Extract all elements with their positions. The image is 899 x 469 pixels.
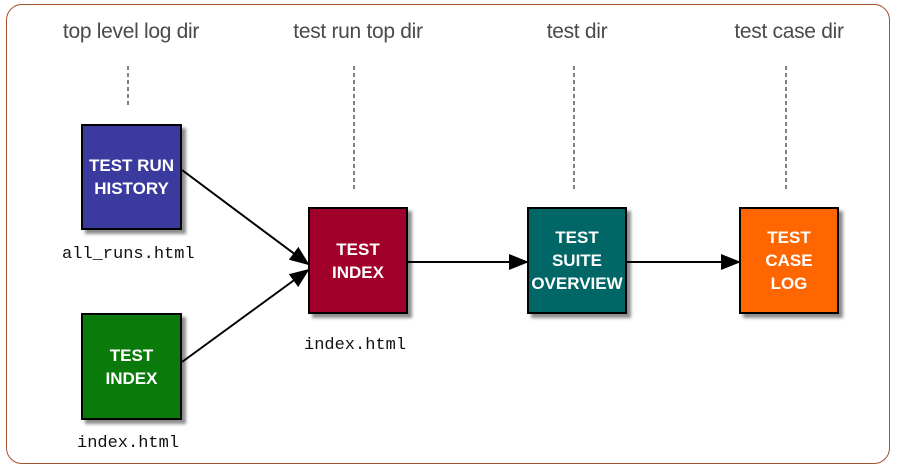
test-suite-overview-label: TEST SUITE OVERVIEW (531, 228, 623, 293)
index-left-filename: index.html (77, 434, 180, 453)
test-case-log-box: TEST CASE LOG (739, 207, 839, 314)
test-run-history-box: TEST RUN HISTORY (81, 124, 182, 230)
label-test-case-dir: test case dir (734, 20, 844, 43)
label-test-dir: test dir (546, 20, 608, 43)
test-run-history-label: TEST RUN HISTORY (89, 156, 174, 198)
label-top-level-log-dir: top level log dir (62, 20, 200, 43)
test-index-center-box: TEST INDEX (308, 207, 408, 314)
all-runs-filename: all_runs.html (62, 245, 195, 264)
test-index-left-label: TEST INDEX (105, 345, 158, 388)
test-index-left-box: TEST INDEX (81, 313, 182, 420)
label-test-run-top-dir: test run top dir (293, 20, 423, 43)
test-case-log-label: TEST CASE LOG (765, 228, 813, 293)
test-suite-overview-box: TEST SUITE OVERVIEW (527, 207, 627, 314)
arrow-left-index-to-index (181, 268, 310, 363)
index-center-filename: index.html (304, 336, 407, 355)
test-index-center-label: TEST INDEX (332, 239, 384, 282)
arrow-history-to-index (181, 169, 310, 266)
